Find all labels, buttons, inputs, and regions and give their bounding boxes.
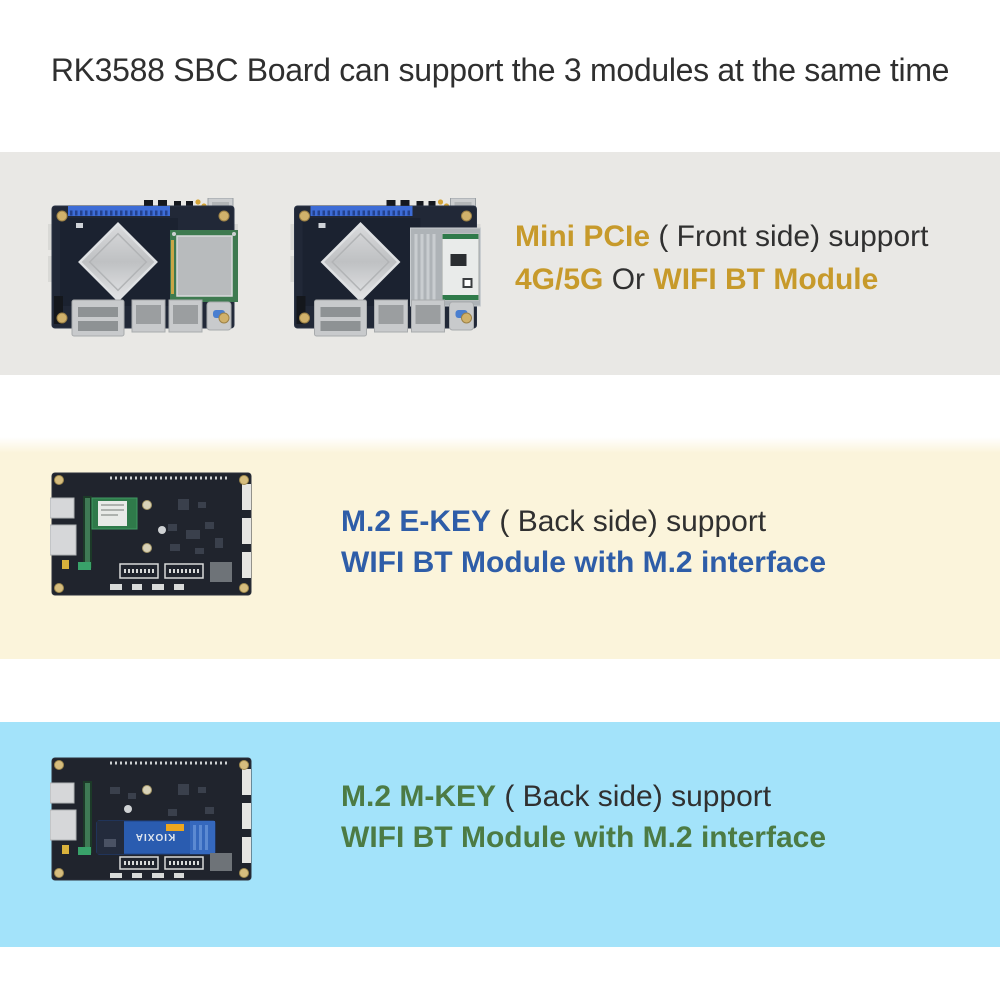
mount-hole <box>124 805 132 813</box>
bottom-connectors <box>78 562 232 590</box>
caption-text: ( Back side) support <box>491 505 767 538</box>
smd-components <box>168 499 223 554</box>
top-pin-headers <box>386 200 436 207</box>
m2-ekey-wifi-module <box>91 497 138 530</box>
corner-screw-holes <box>54 475 249 593</box>
mini-pcie-wifi-module <box>410 227 481 307</box>
board-front-wifi-module-image <box>288 198 483 338</box>
back-board-illustration: KIOXIA <box>50 757 252 881</box>
m2-vertical-slot <box>83 496 92 568</box>
logo-mark <box>76 223 83 228</box>
4g5g-label: 4G/5G <box>515 263 604 296</box>
board-front-4g-module-image <box>48 198 238 338</box>
caption-text: ( Back side) support <box>496 780 772 813</box>
right-edge-connectors <box>242 484 251 578</box>
smd-components <box>110 784 214 816</box>
caption-mini-pcie: Mini PCIe ( Front side) support 4G/5G Or… <box>515 215 928 301</box>
bottom-ports <box>296 296 474 337</box>
back-board-illustration <box>50 472 252 596</box>
ssd-brand-label: KIOXIA <box>135 831 175 842</box>
mini-pcie-label: Mini PCIe <box>515 220 651 253</box>
antenna-connectors <box>142 500 152 553</box>
bottom-connectors <box>78 847 232 878</box>
cpu-heatsink <box>320 222 401 302</box>
caption-text: ( Front side) support <box>650 220 929 253</box>
corner-screw-holes <box>299 210 472 324</box>
wifi-bt-label: WIFI BT Module <box>653 263 879 296</box>
mount-hole <box>158 526 166 534</box>
board-back-ekey-image <box>50 472 255 599</box>
cpu-heatsink <box>78 222 158 302</box>
top-pin-headers <box>144 200 193 207</box>
logo-mark <box>318 223 326 228</box>
caption-text: Or <box>603 263 654 296</box>
right-edge-connectors <box>242 769 251 863</box>
front-board-illustration <box>290 198 481 337</box>
caption-line-1: M.2 E-KEY ( Back side) support <box>341 501 826 542</box>
gpio-header <box>68 206 170 216</box>
corner-screw-holes <box>56 210 230 324</box>
caption-m2-mkey: M.2 M-KEY ( Back side) support WIFI BT M… <box>341 776 826 858</box>
hdmi-ports <box>50 782 77 854</box>
caption-line-2: WIFI BT Module with M.2 interface <box>341 817 826 858</box>
board-back-mkey-image: KIOXIA <box>50 757 255 884</box>
wifi-bt-m2-label: WIFI BT Module with M.2 interface <box>341 821 827 854</box>
m2-mkey-label: M.2 M-KEY <box>341 780 497 813</box>
bottom-ports <box>54 296 232 337</box>
m2-ekey-label: M.2 E-KEY <box>341 505 492 538</box>
m2-vertical-slot <box>83 781 92 853</box>
caption-line-2: WIFI BT Module with M.2 interface <box>341 542 826 583</box>
mini-pcie-4g-module <box>170 230 238 302</box>
gpio-header <box>310 206 413 216</box>
wifi-bt-m2-label: WIFI BT Module with M.2 interface <box>341 546 827 579</box>
caption-line-1: M.2 M-KEY ( Back side) support <box>341 776 826 817</box>
front-board-illustration <box>48 198 238 337</box>
antenna-connector <box>142 785 152 795</box>
page-title: RK3588 SBC Board can support the 3 modul… <box>50 52 950 88</box>
caption-line-1: Mini PCIe ( Front side) support <box>515 215 928 258</box>
m2-mkey-ssd: KIOXIA <box>96 820 216 855</box>
caption-m2-ekey: M.2 E-KEY ( Back side) support WIFI BT M… <box>341 501 826 583</box>
caption-line-2: 4G/5G Or WIFI BT Module <box>515 258 928 301</box>
hdmi-ports <box>50 497 77 569</box>
corner-screw-holes <box>54 760 249 878</box>
